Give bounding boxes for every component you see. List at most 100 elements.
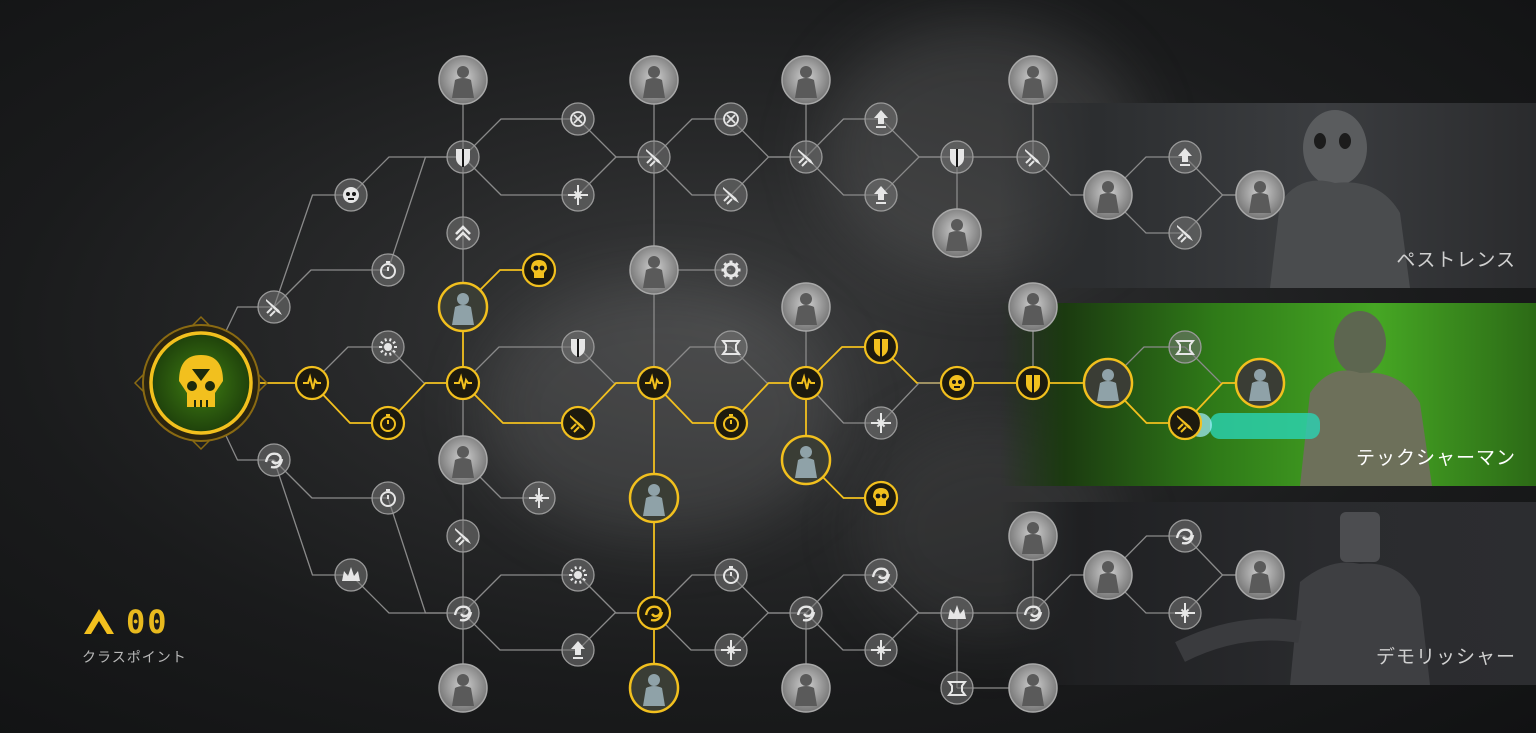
skill-node[interactable] (636, 365, 672, 401)
skill-node[interactable] (446, 596, 480, 630)
portrait-skill-node[interactable] (437, 281, 489, 333)
skill-node[interactable] (370, 405, 406, 441)
skill-node[interactable] (713, 405, 749, 441)
stopwatch-icon (723, 414, 739, 432)
bullet-icon (723, 187, 739, 205)
shield-icon (571, 339, 585, 357)
skill-node[interactable] (863, 329, 899, 365)
portrait-skill-node[interactable] (1083, 170, 1133, 220)
skill-node[interactable] (1167, 405, 1203, 441)
skill-node[interactable] (864, 633, 898, 667)
tree-link (273, 194, 351, 308)
skill-node[interactable] (1016, 596, 1050, 630)
portrait-skill-node[interactable] (1234, 357, 1286, 409)
skill-node[interactable] (257, 443, 291, 477)
skill-node[interactable] (788, 365, 824, 401)
portrait-skill-node[interactable] (629, 55, 679, 105)
portrait-skill-node[interactable] (1082, 357, 1134, 409)
skill-node[interactable] (1168, 519, 1202, 553)
skill-node[interactable] (940, 596, 974, 630)
portrait-skill-node[interactable] (628, 662, 680, 714)
portrait-skill-node[interactable] (1235, 170, 1285, 220)
portrait-icon (1022, 293, 1044, 325)
skill-node[interactable] (445, 365, 481, 401)
portrait-skill-node[interactable] (1083, 550, 1133, 600)
skill-node[interactable] (714, 633, 748, 667)
skill-node[interactable] (371, 481, 405, 515)
portrait-icon (1022, 674, 1044, 706)
tree-link (462, 346, 578, 384)
portrait-skill-node[interactable] (438, 435, 488, 485)
skill-node[interactable] (940, 140, 974, 174)
portrait-skill-node[interactable] (438, 663, 488, 713)
skill-node[interactable] (789, 596, 823, 630)
crosshair-icon (570, 111, 586, 127)
skill-node[interactable] (1168, 596, 1202, 630)
skill-node[interactable] (1168, 140, 1202, 174)
bullet-icon (1177, 225, 1193, 243)
shield-icon (950, 149, 964, 167)
skill-node[interactable] (257, 290, 291, 324)
skill-node[interactable] (714, 558, 748, 592)
double-chevron-up-icon (455, 225, 471, 241)
starburst-icon (871, 640, 891, 660)
portrait-skill-node[interactable] (438, 55, 488, 105)
skill-node[interactable] (940, 671, 974, 705)
skill-node[interactable] (1016, 140, 1050, 174)
portrait-icon (795, 293, 817, 325)
subclass-panel-pestilence[interactable]: ペストレンス (1000, 103, 1536, 288)
skill-node[interactable] (561, 178, 595, 212)
portrait-skill-node[interactable] (628, 472, 680, 524)
skill-node[interactable] (636, 595, 672, 631)
skill-node[interactable] (1015, 365, 1051, 401)
portrait-skill-node[interactable] (781, 55, 831, 105)
portrait-skill-node[interactable] (1008, 663, 1058, 713)
skill-node[interactable] (1168, 330, 1202, 364)
portrait-skill-node[interactable] (781, 663, 831, 713)
skull-emblem-icon (179, 355, 223, 407)
skill-node[interactable] (446, 216, 480, 250)
portrait-skill-node[interactable] (781, 282, 831, 332)
skill-node[interactable] (561, 330, 595, 364)
skill-node[interactable] (371, 253, 405, 287)
skill-node[interactable] (561, 558, 595, 592)
skill-node[interactable] (561, 633, 595, 667)
skill-node[interactable] (446, 140, 480, 174)
skill-node[interactable] (714, 330, 748, 364)
portrait-skill-node[interactable] (1235, 550, 1285, 600)
skill-node[interactable] (864, 406, 898, 440)
skill-node[interactable] (522, 481, 556, 515)
skill-node[interactable] (1168, 216, 1202, 250)
starburst-icon (568, 185, 588, 205)
skill-node[interactable] (863, 480, 899, 516)
portrait-skill-node[interactable] (1008, 55, 1058, 105)
stopwatch-icon (380, 489, 396, 507)
skill-node[interactable] (294, 365, 330, 401)
skill-node[interactable] (714, 102, 748, 136)
skill-node[interactable] (446, 519, 480, 553)
portrait-skill-node[interactable] (1008, 511, 1058, 561)
skill-node[interactable] (714, 178, 748, 212)
skill-node[interactable] (334, 178, 368, 212)
skill-node[interactable] (864, 178, 898, 212)
tree-link (462, 382, 578, 424)
portrait-skill-node[interactable] (932, 208, 982, 258)
skill-node[interactable] (789, 140, 823, 174)
skill-node[interactable] (521, 252, 557, 288)
class-root-node[interactable] (133, 315, 269, 451)
portrait-skill-node[interactable] (1008, 282, 1058, 332)
skill-node[interactable] (560, 405, 596, 441)
skill-node[interactable] (334, 558, 368, 592)
skill-node[interactable] (561, 102, 595, 136)
shield-icon (874, 339, 888, 357)
skill-node[interactable] (714, 253, 748, 287)
skill-node[interactable] (864, 558, 898, 592)
arrow-up-icon (1178, 148, 1192, 166)
portrait-skill-node[interactable] (629, 245, 679, 295)
skill-node[interactable] (864, 102, 898, 136)
skill-node[interactable] (637, 140, 671, 174)
skill-node[interactable] (939, 365, 975, 401)
portrait-skill-node[interactable] (780, 434, 832, 486)
skill-node[interactable] (371, 330, 405, 364)
crown-icon (342, 567, 360, 581)
